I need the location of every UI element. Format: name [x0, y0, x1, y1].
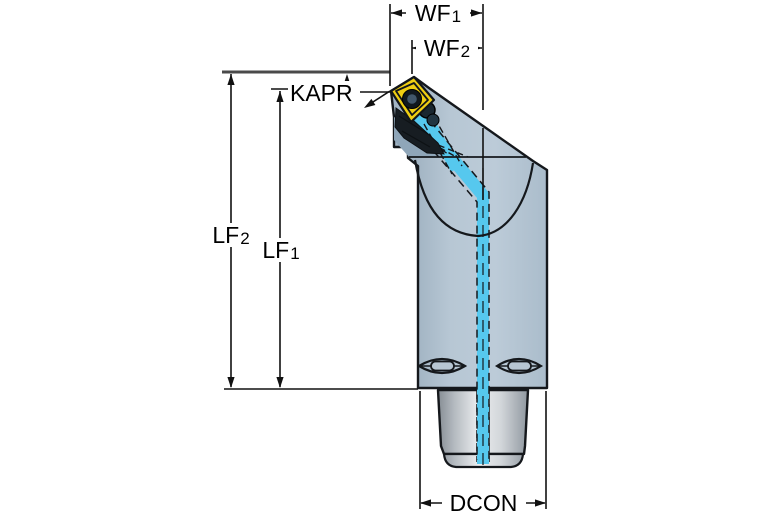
dcon-label: DCON — [442, 491, 526, 515]
lf2-arrow-bottom — [227, 377, 235, 388]
clamp-detail-line-1 — [398, 115, 429, 135]
left-slot-inner — [430, 360, 455, 372]
right-slot-inner — [507, 360, 532, 372]
clamp-screw-inner — [426, 113, 440, 127]
wf2-label-sub: 2 — [460, 42, 471, 61]
coolant-main-duct — [410, 112, 489, 462]
wf1-arrow-left — [391, 9, 402, 17]
clamp-body — [394, 107, 445, 155]
dcon-label-text: DCON — [449, 490, 518, 516]
coolant-second-duct — [425, 117, 460, 172]
insert-screw-hole — [407, 94, 417, 104]
lf2-label-text: LF — [212, 222, 240, 248]
lf1-label-text: LF — [262, 237, 290, 263]
kapr-arrow-edge — [364, 98, 376, 108]
lf1-label-sub: 1 — [290, 244, 300, 263]
dcon-arrow-left — [420, 499, 431, 507]
duct-edge-dashed-right — [421, 110, 490, 460]
lf1-arrow-top — [276, 91, 284, 102]
duct-edge-dashed-left — [407, 120, 478, 460]
wf1-label-text: WF — [414, 0, 451, 26]
kapr-label: KAPR — [288, 81, 356, 105]
lf2-arrow-top — [227, 74, 235, 85]
clamp-detail-line-2 — [401, 130, 431, 148]
body-screw-slots — [416, 357, 544, 375]
kapr-label-text: KAPR — [290, 80, 353, 106]
wf2-label-text: WF — [423, 35, 460, 61]
dcon-arrow-right — [535, 499, 546, 507]
head-body-blend-curve — [413, 159, 535, 238]
lf1-arrow-bottom — [276, 377, 284, 388]
cutting-insert — [389, 75, 436, 124]
tool-body — [389, 75, 549, 470]
lf2-label-sub: 2 — [240, 229, 250, 248]
wf1-arrow-right — [471, 9, 482, 17]
wf1-label-sub: 1 — [451, 7, 462, 26]
